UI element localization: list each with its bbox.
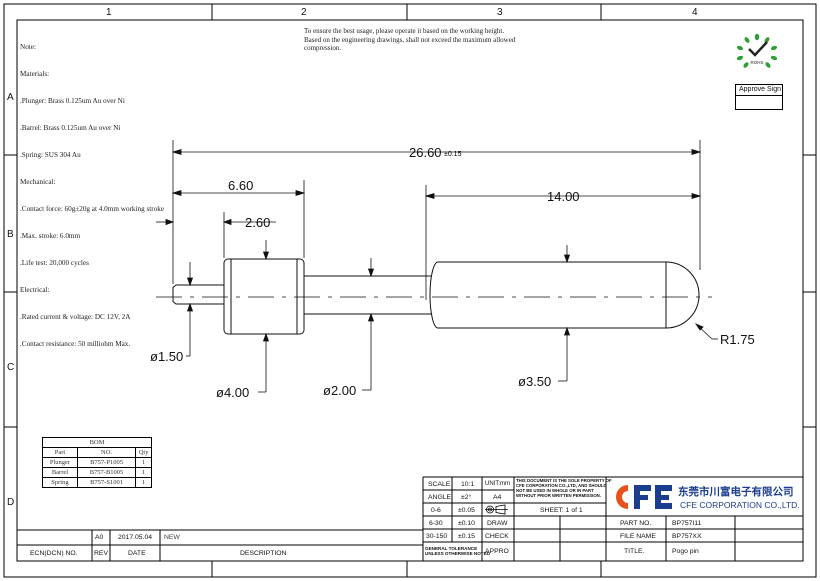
dim-collar-diameter: ø4.00	[216, 385, 249, 400]
revision-header-ecn: ECN(DCN) NO.	[30, 550, 78, 557]
appro-label: APPRO	[485, 548, 509, 555]
note-line: .Contact resistance: 50 milliohm Max.	[20, 340, 131, 348]
scale-value: 10:1	[461, 481, 475, 488]
angle-label: ANGLE	[428, 494, 452, 501]
scale-label: SCALE	[428, 481, 451, 488]
usage-line: compression.	[304, 44, 342, 53]
tol-value-2: ±0.10	[458, 520, 475, 527]
dim-overall-tolerance: ±0.15	[444, 151, 462, 158]
bom-cell: B757-S1001	[76, 477, 137, 488]
property-line: NOT BE USED IN WHOLE OR IN PART	[516, 488, 594, 493]
dim-plunger-length: 6.60	[228, 178, 253, 193]
company-name-en: CFE CORPORATION CO.,LTD.	[680, 500, 800, 510]
approve-sign-box: Approve Sign	[735, 84, 783, 110]
zone-col-1: 1	[106, 7, 112, 18]
property-line: WITHOUT PRIOR WRITTEN PERMISSION.	[516, 493, 601, 498]
part-no-label: PART NO.	[620, 520, 652, 527]
dim-shaft-diameter: ø2.00	[323, 383, 356, 398]
usage-line: To ensure the best usage, please operate…	[304, 27, 505, 35]
general-tolerance-1: GENERAL TOLERANCE	[425, 546, 478, 551]
check-label: CHECK	[485, 533, 509, 540]
file-name-label: FILE NAME	[620, 533, 656, 540]
zone-row-d: D	[7, 497, 15, 508]
approve-sign-label: Approve Sign	[736, 85, 782, 96]
draw-label: DRAW	[487, 520, 508, 527]
property-line: THIS DOCUMENT IS THE SOLE PROPERTY OF	[516, 478, 612, 483]
tol-range-3: 30-150	[426, 533, 448, 540]
dim-collar-length: 2.60	[245, 215, 270, 230]
bom-cell: 1	[135, 477, 152, 488]
dim-barrel-length: 14.00	[547, 189, 580, 204]
revision-date: 2017.05.04	[118, 534, 153, 541]
revision-header-rev: REV	[94, 550, 108, 557]
zone-row-b: B	[7, 229, 14, 240]
note-line: .Plunger: Brass 0.125um Au over Ni	[20, 97, 125, 105]
note-line: Materials:	[20, 70, 50, 78]
note-line: .Barrel: Brass 0.125um Au over Ni	[20, 124, 121, 132]
zone-row-c: C	[7, 362, 15, 373]
usage-note: To ensure the best usage, please operate…	[304, 27, 515, 53]
rohs-logo-icon: ROHS	[736, 33, 778, 68]
zone-col-2: 2	[301, 7, 307, 18]
revision-header-date: DATE	[128, 550, 146, 557]
revision-header-desc: DESCRIPTION	[240, 550, 287, 557]
note-line: Mechanical:	[20, 178, 56, 186]
zone-col-3: 3	[497, 7, 503, 18]
note-line: .Max. stroke: 6.0mm	[20, 232, 81, 240]
zone-col-4: 4	[692, 7, 698, 18]
usage-line: Based on the engineering drawings, shall…	[304, 35, 516, 44]
tol-value-1: ±0.05	[458, 507, 475, 514]
dim-overall: 26.60	[409, 145, 442, 160]
note-line: .Rated current & voltage: DC 12V, 2A	[20, 313, 131, 321]
company-name-cn: 东莞市川富电子有限公司	[678, 486, 794, 498]
title-value: Pogo pin	[672, 548, 699, 555]
dim-barrel-diameter: ø3.50	[518, 374, 551, 389]
unit-label: UNIT:mm	[485, 481, 510, 487]
company-logo-icon	[610, 482, 674, 512]
general-tolerance-2: UNLESS OTHERWISE NOTED	[425, 551, 490, 556]
projection-symbol-icon	[485, 504, 508, 515]
file-name-value: BP757XX	[672, 533, 702, 540]
zone-row-a: A	[7, 92, 14, 103]
spec-notes: Note: Materials: .Plunger: Brass 0.125um…	[20, 25, 164, 358]
note-line: Note:	[20, 43, 36, 51]
revision-rev: A0	[95, 534, 104, 541]
dim-radius: R1.75	[720, 332, 755, 347]
angle-value: ±2°	[461, 494, 472, 501]
paper-size: A4	[493, 494, 502, 501]
table-row: Spring B757-S1001 1	[42, 477, 152, 488]
tol-range-1: 0-6	[431, 507, 441, 514]
rohs-text: ROHS	[750, 60, 763, 65]
note-line: Electrical:	[20, 286, 50, 294]
dim-tip-diameter: ø1.50	[150, 349, 183, 364]
revision-desc: NEW	[164, 534, 180, 541]
tol-value-3: ±0.15	[458, 533, 475, 540]
tol-range-2: 6-30	[429, 520, 443, 527]
bom-table: BOM Part NO. Qty Plunger B757-P1005 1 Ba…	[42, 437, 152, 488]
note-line: .Spring: SUS 304 Au	[20, 151, 81, 159]
sheet-label: SHEET: 1 of 1	[540, 507, 583, 514]
note-line: .Life test: 20,000 cycles	[20, 259, 89, 267]
property-line: CFE CORPORATION CO.,LTD, AND SHOULD	[516, 483, 607, 488]
title-label: TITLE.	[624, 548, 645, 555]
part-no-value: BP757I11	[672, 520, 702, 527]
note-line: .Contact force: 60g±20g at 4.0mm working…	[20, 205, 165, 213]
